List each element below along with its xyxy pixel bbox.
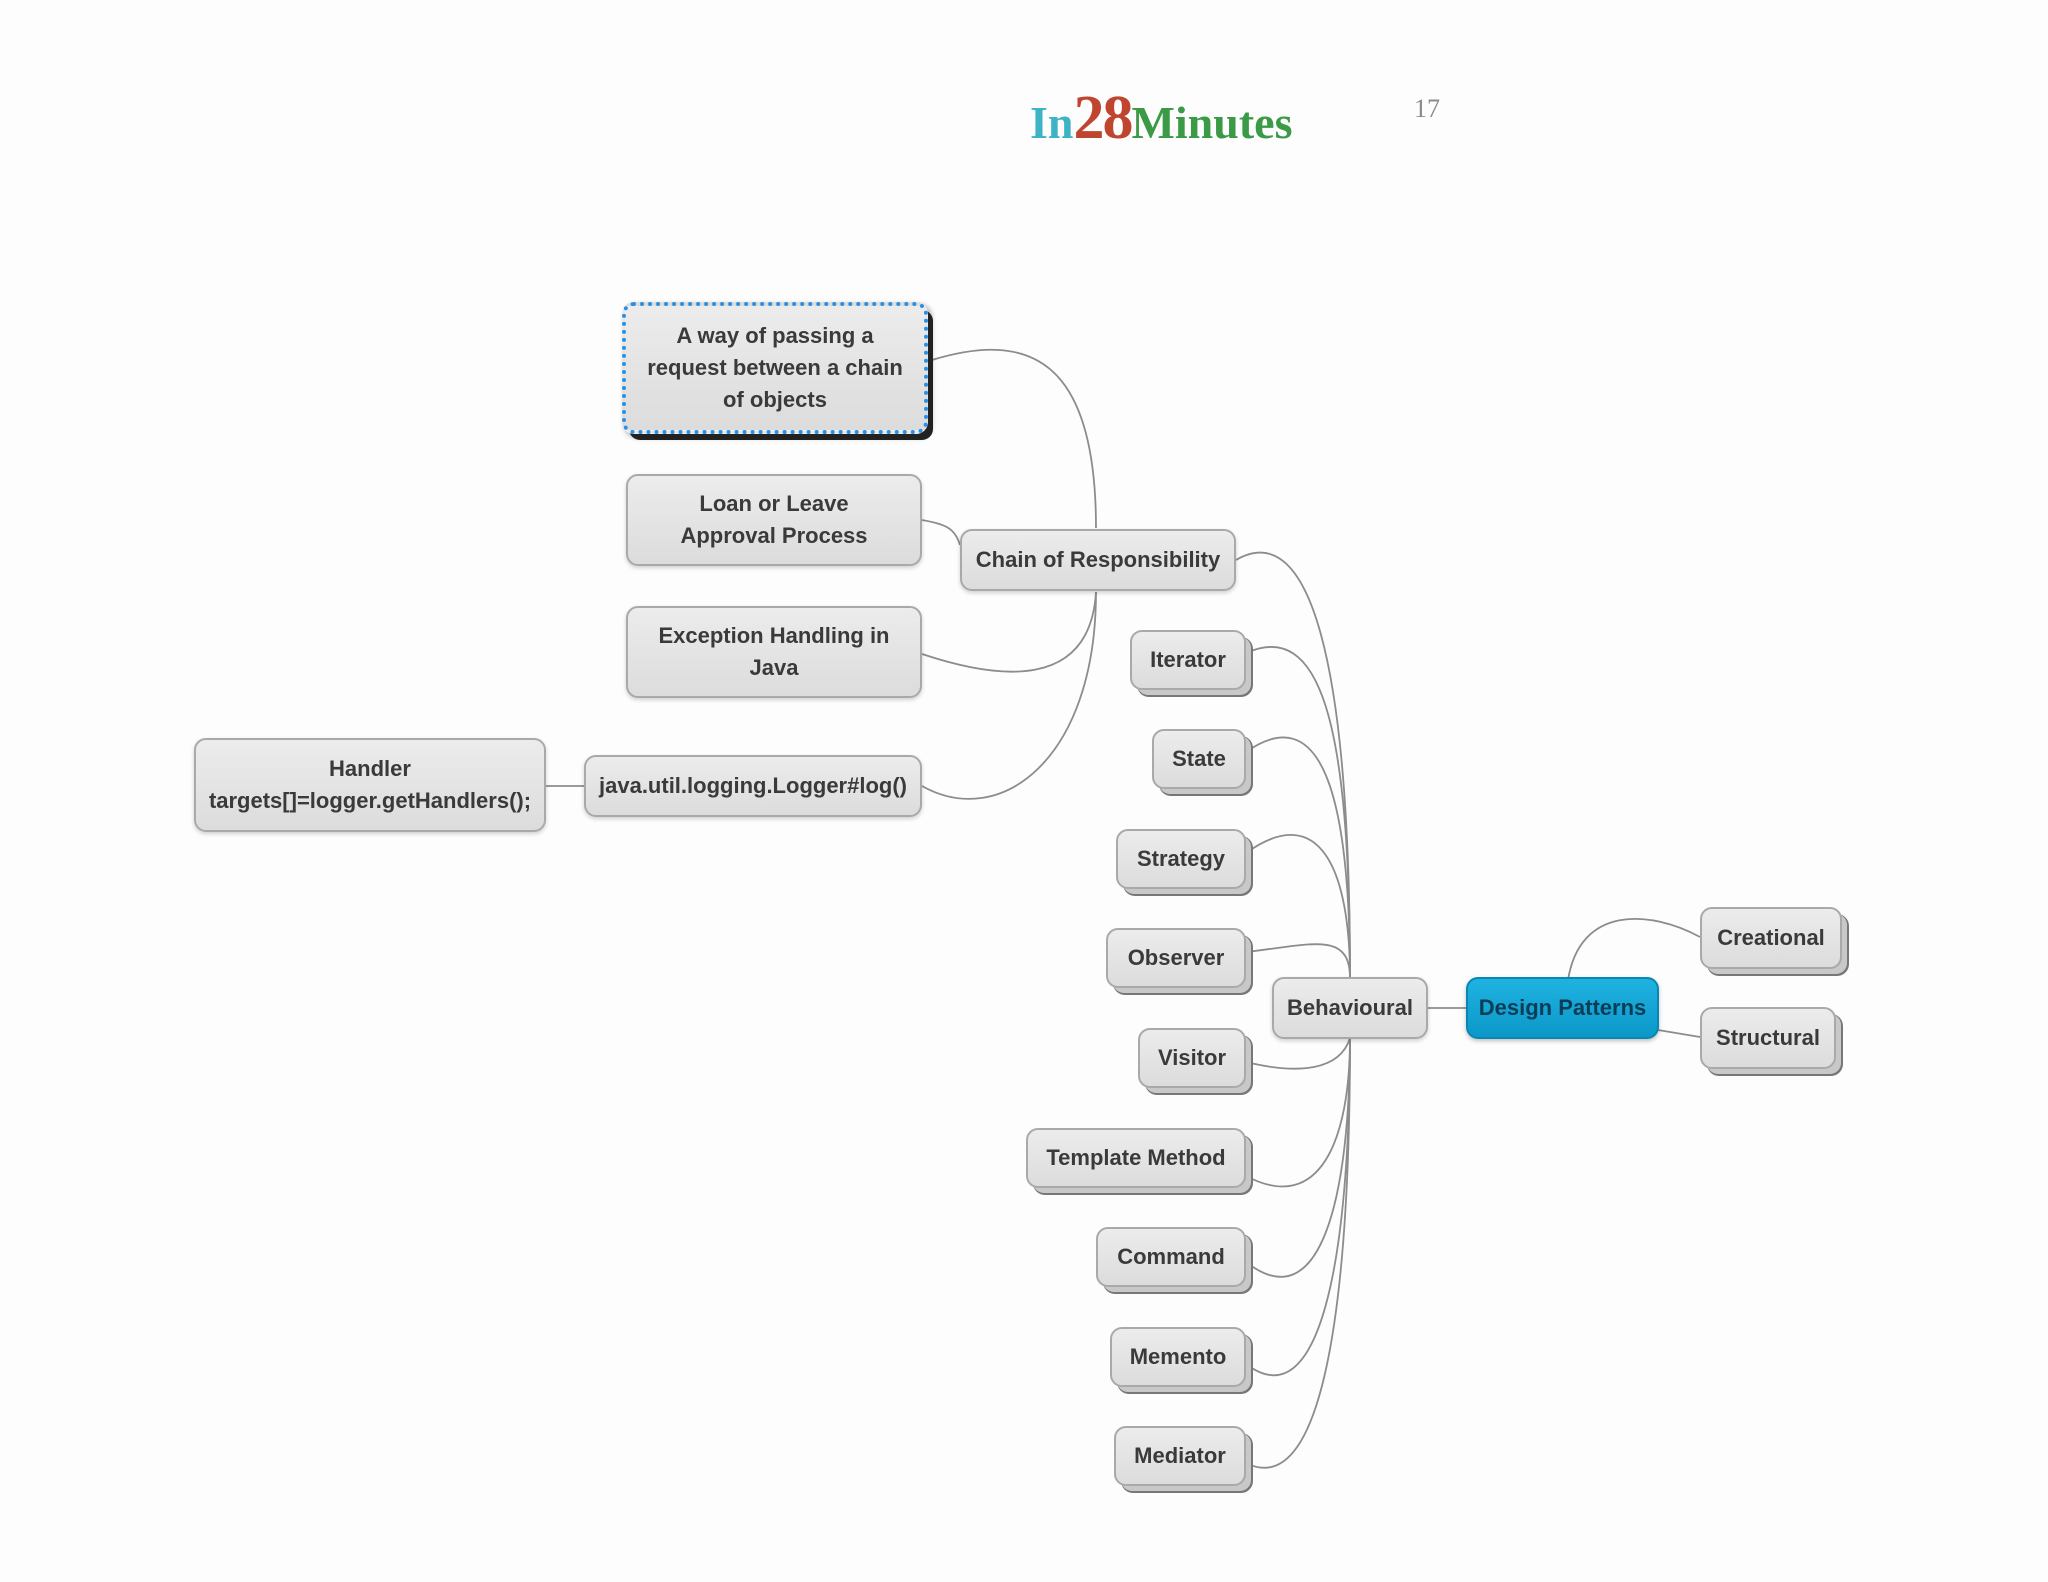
- link-chain-approval: [921, 519, 961, 546]
- link-behavioural-strategy: [1245, 834, 1351, 979]
- link-behavioural-state: [1245, 736, 1351, 979]
- command-node[interactable]: Command: [1096, 1227, 1246, 1287]
- strategy-node[interactable]: Strategy: [1116, 829, 1246, 889]
- iterator-node[interactable]: Iterator: [1130, 630, 1246, 690]
- memento-node[interactable]: Memento: [1110, 1327, 1246, 1387]
- visitor-node[interactable]: Visitor: [1138, 1028, 1246, 1088]
- link-behavioural-observer: [1245, 943, 1351, 979]
- state-node[interactable]: State: [1152, 729, 1246, 789]
- behavioural-node[interactable]: Behavioural: [1272, 977, 1428, 1039]
- design-patterns-root-node[interactable]: Design Patterns: [1466, 977, 1659, 1039]
- link-root-structural: [1657, 1029, 1701, 1038]
- template-method-node[interactable]: Template Method: [1026, 1128, 1246, 1188]
- chain-of-responsibility-node[interactable]: Chain of Responsibility: [960, 529, 1236, 591]
- link-chain-logger: [921, 591, 1097, 800]
- approval-process-note[interactable]: Loan or Leave Approval Process: [626, 474, 922, 566]
- mediator-node[interactable]: Mediator: [1114, 1426, 1246, 1486]
- link-root-creational: [1567, 917, 1701, 981]
- observer-node[interactable]: Observer: [1106, 928, 1246, 988]
- chain-definition-note[interactable]: A way of passing a request between a cha…: [622, 302, 928, 434]
- link-behavioural-command: [1245, 1037, 1351, 1278]
- page-number: 17: [1414, 94, 1440, 123]
- link-behavioural-visitor: [1245, 1037, 1351, 1070]
- link-chain-definition: [931, 348, 1097, 529]
- link-behavioural-mediator: [1245, 1037, 1351, 1469]
- link-behavioural-iterator: [1245, 646, 1351, 979]
- in28minutes-logo: In28Minutes: [1030, 84, 1293, 152]
- handler-targets-note[interactable]: Handler targets[]=logger.getHandlers();: [194, 738, 546, 832]
- logger-log-note[interactable]: java.util.logging.Logger#log(): [584, 755, 922, 817]
- exception-handling-note[interactable]: Exception Handling in Java: [626, 606, 922, 698]
- creational-node[interactable]: Creational: [1700, 907, 1842, 969]
- structural-node[interactable]: Structural: [1700, 1007, 1836, 1069]
- link-chain-exception: [921, 591, 1097, 673]
- link-behavioural-template: [1245, 1037, 1351, 1188]
- link-behavioural-chain: [1235, 551, 1351, 979]
